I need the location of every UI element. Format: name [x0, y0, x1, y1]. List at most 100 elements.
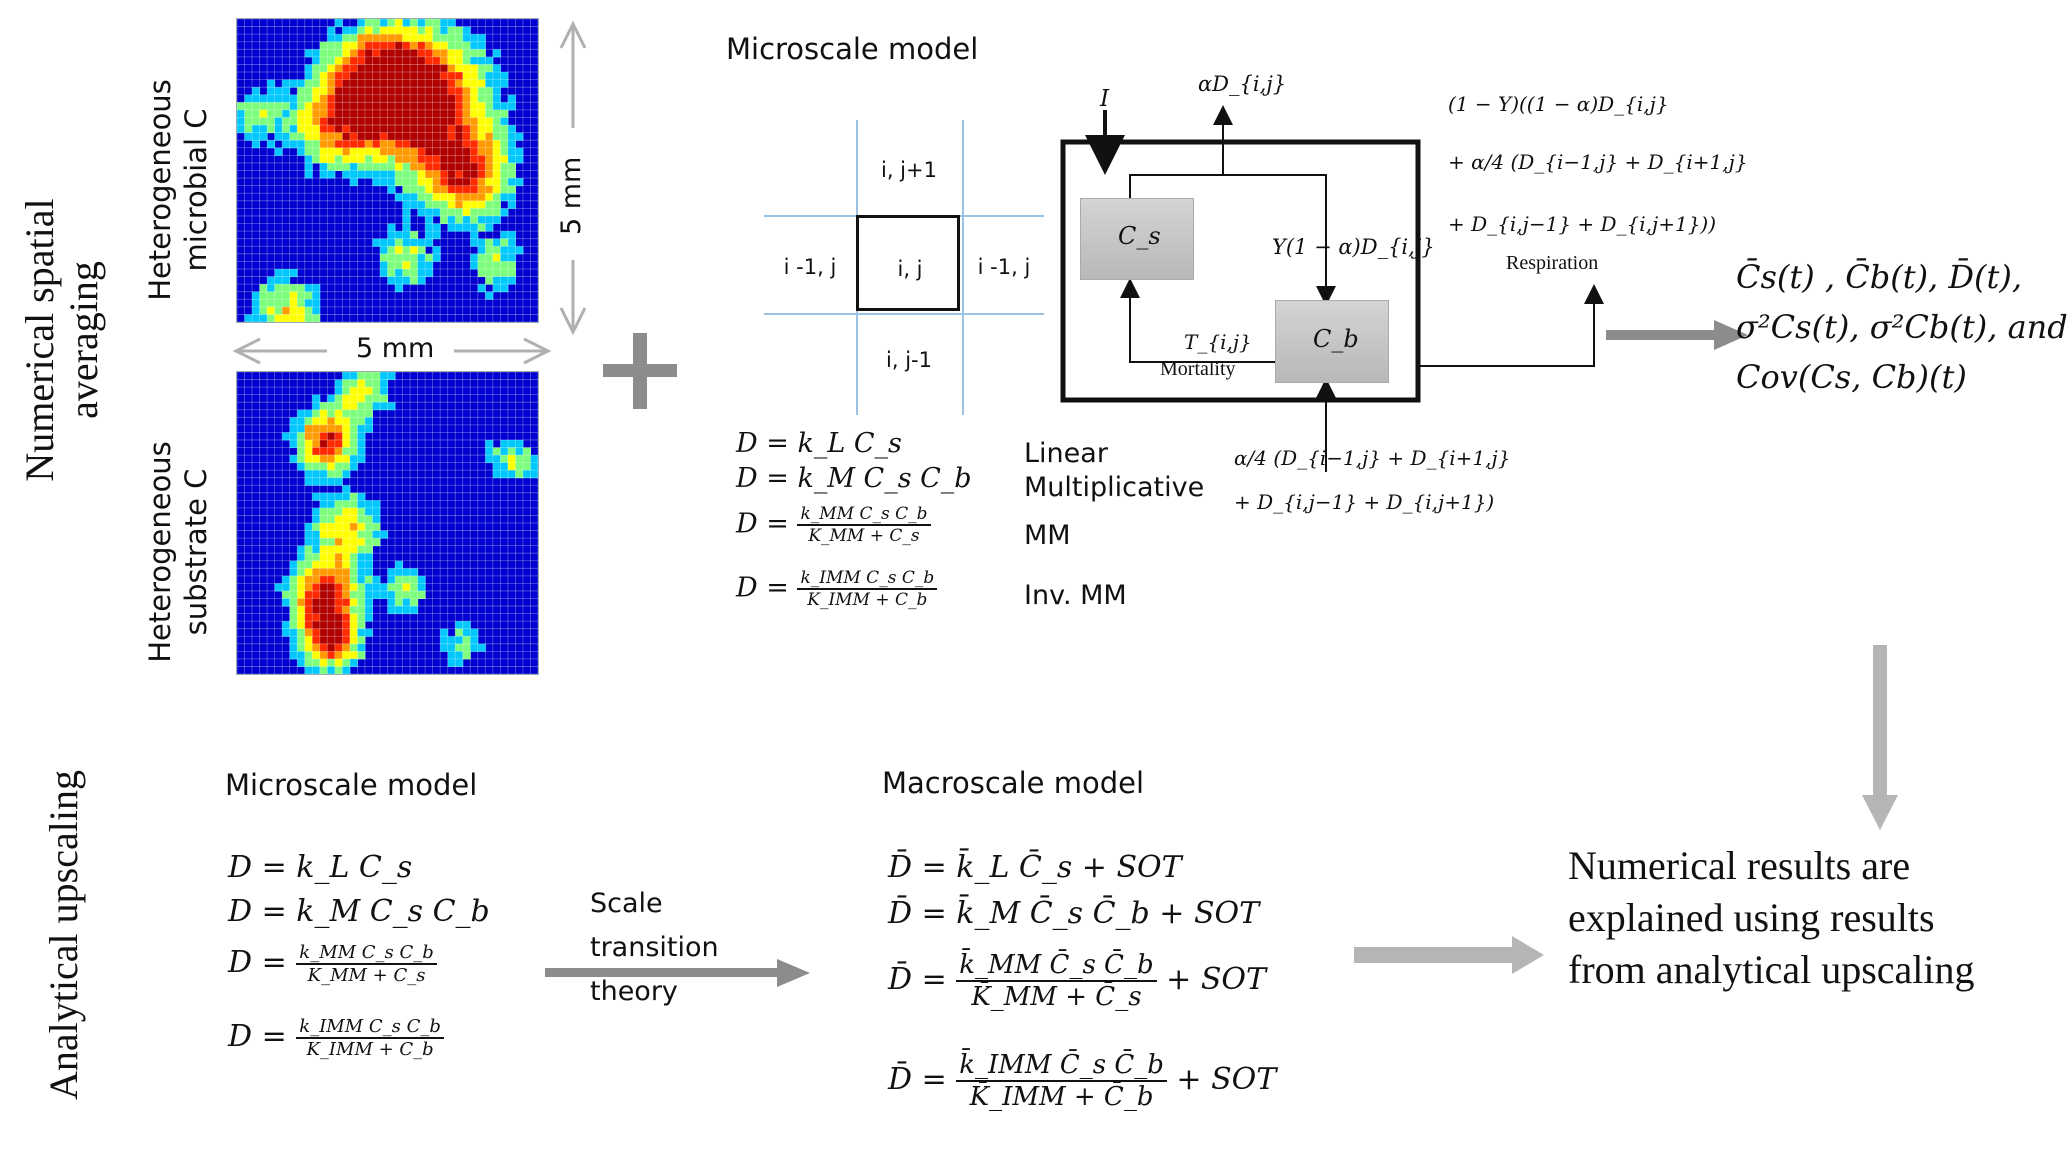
- heatmap-cell: [387, 598, 396, 607]
- heatmap-cell: [334, 455, 343, 464]
- heatmap-cell: [327, 568, 336, 577]
- heatmap-cell: [387, 140, 396, 149]
- heatmap-cell: [319, 470, 328, 479]
- heatmap-cell: [417, 200, 426, 209]
- heatmap-cell: [440, 200, 449, 209]
- heatmap-cell: [267, 87, 276, 96]
- heatmap-cell: [267, 117, 276, 126]
- heatmap-cell: [485, 208, 494, 217]
- heatmap-cell: [402, 41, 411, 50]
- heatmap-cell: [417, 193, 426, 202]
- label-inverse-mm: Inv. MM: [1024, 580, 1127, 611]
- heatmap-cell: [357, 72, 366, 81]
- heatmap-cell: [447, 87, 456, 96]
- heatmap-cell: [334, 432, 343, 441]
- heatmap-cell: [410, 246, 419, 255]
- analytical-title-text: Analytical upscaling: [41, 770, 86, 1100]
- heatmap-cell: [274, 117, 283, 126]
- heatmap-cell: [312, 417, 321, 426]
- heatmap-cell: [507, 102, 516, 111]
- heatmap-cell: [492, 162, 501, 171]
- heatmap-cell: [357, 87, 366, 96]
- heatmap-cell: [342, 117, 351, 126]
- heatmap-cell: [357, 41, 366, 50]
- heatmap-cell: [342, 515, 351, 524]
- heatmap-cell: [447, 64, 456, 73]
- heatmap-cell: [425, 238, 434, 247]
- heatmap-cell: [349, 56, 358, 65]
- heatmap-cell: [470, 643, 479, 652]
- heatmap-cell: [410, 125, 419, 134]
- heatmap-cell: [395, 284, 404, 293]
- heatmap-cell: [304, 147, 313, 156]
- heatmap-cell: [327, 140, 336, 149]
- heatmap-cell: [507, 462, 516, 471]
- heatmap-cell: [252, 117, 261, 126]
- heatmap-cell: [410, 268, 419, 278]
- heatmap-cell: [342, 170, 351, 179]
- heatmap-cell: [462, 178, 471, 187]
- heatmap-cell: [319, 651, 328, 660]
- heatmap-cell: [349, 545, 358, 554]
- heatmap-cell: [485, 455, 494, 464]
- eq-tail: + SOT: [1166, 962, 1266, 997]
- heatmap-cell: [372, 238, 381, 247]
- heatmap-cell: [410, 568, 419, 577]
- heatmap-cell: [492, 185, 501, 194]
- heatmap-cell: [410, 155, 419, 164]
- substrate-label-line-1: Heterogeneous: [143, 441, 177, 663]
- heatmap-cell: [500, 261, 509, 270]
- heatmap-cell: [402, 49, 411, 58]
- heatmap-cell: [342, 507, 351, 516]
- heatmap-cell: [334, 666, 343, 674]
- heatmap-cell: [342, 538, 351, 547]
- heatmap-cell: [402, 102, 411, 111]
- heatmap-cell: [357, 140, 366, 149]
- heatmap-cell: [327, 583, 336, 592]
- heatmap-cell: [440, 162, 449, 171]
- heatmap-cell: [237, 117, 246, 126]
- heatmap-cell: [319, 560, 328, 569]
- heatmap-cell: [319, 94, 328, 103]
- heatmap-cell: [447, 49, 456, 58]
- heatmap-cell: [304, 417, 313, 426]
- heatmap-cell: [259, 306, 268, 315]
- eq-lhs: D: [228, 894, 253, 929]
- heatmap-cell: [417, 253, 426, 262]
- heatmap-cell: [342, 575, 351, 584]
- heatmap-cell: [342, 560, 351, 569]
- heatmap-cell: [289, 583, 298, 592]
- heatmap-cell: [462, 79, 471, 88]
- heatmap-cell: [372, 117, 381, 126]
- heatmap-cell: [477, 140, 486, 149]
- heatmap-cell: [387, 568, 396, 577]
- heatmap-cell: [417, 276, 426, 285]
- heatmap-cell: [379, 125, 388, 134]
- heatmap-cell: [462, 34, 471, 43]
- heatmap-cell: [432, 140, 441, 149]
- heatmap-cell: [319, 147, 328, 156]
- heatmap-cell: [252, 306, 261, 315]
- heatmap-cell: [462, 170, 471, 179]
- heatmap-cell: [327, 530, 336, 539]
- heatmap-cell: [395, 102, 404, 111]
- heatmap-cell: [334, 538, 343, 547]
- heatmap-cell: [379, 79, 388, 88]
- heatmap-cell: [387, 72, 396, 81]
- heatmap-cell: [425, 26, 434, 35]
- heatmap-cell: [364, 102, 373, 111]
- heatmap-cell: [304, 132, 313, 141]
- heatmap-cell: [492, 193, 501, 202]
- heatmap-cell: [289, 621, 298, 630]
- heatmap-cell: [289, 79, 298, 88]
- heatmap-cell: [274, 109, 283, 118]
- heatmap-cell: [477, 643, 486, 652]
- heatmap-cell: [334, 575, 343, 584]
- heatmap-cell: [259, 291, 268, 300]
- heatmap-cell: [417, 268, 426, 278]
- heatmap-cell: [402, 117, 411, 126]
- heatmap-cell: [312, 409, 321, 418]
- conclusion-line-3: from analytical upscaling: [1568, 947, 1975, 992]
- heatmap-cell: [440, 64, 449, 73]
- heatmap-cell: [267, 284, 276, 293]
